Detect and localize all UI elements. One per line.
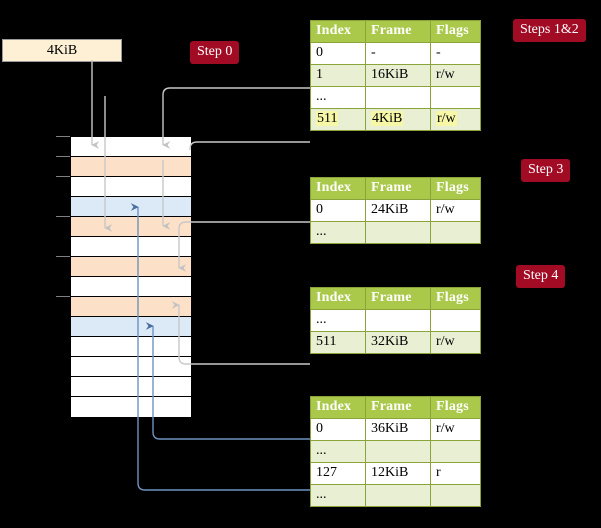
memory-tick <box>56 256 70 257</box>
entry-flags: r/w <box>430 199 481 222</box>
memory-frame-row <box>71 317 191 337</box>
memory-frame-row <box>71 237 191 257</box>
memory-frame-row <box>71 137 191 157</box>
entry-flags: r/w <box>430 418 481 441</box>
memory-frame-row <box>71 397 191 417</box>
table-row: ... <box>310 309 481 332</box>
memory-frame-row <box>71 157 191 177</box>
memory-frame-row <box>71 197 191 217</box>
source-box-4kib: 4KiB <box>2 39 122 62</box>
memory-frame-row <box>71 257 191 277</box>
entry-index: 0 <box>310 199 366 222</box>
entry-index: 127 <box>310 462 366 485</box>
badge-steps-1-2: Steps 1&2 <box>513 19 586 42</box>
entry-frame: 16KiB <box>365 64 431 87</box>
column-header-flags: Flags <box>430 396 481 419</box>
memory-tick <box>56 216 70 217</box>
entry-frame <box>365 309 431 332</box>
entry-flags <box>430 86 481 109</box>
entry-index: 0 <box>310 418 366 441</box>
entry-flags: r/w <box>430 64 481 87</box>
entry-flags: r/w <box>430 108 481 131</box>
entry-flags: - <box>430 42 481 65</box>
badge-step-3: Step 3 <box>521 159 571 182</box>
entry-index: ... <box>310 221 366 244</box>
entry-flags <box>430 440 481 463</box>
table-row: ... <box>310 221 481 244</box>
highlight: 4KiB <box>371 111 404 126</box>
memory-frame-row <box>71 177 191 197</box>
highlight: r/w <box>436 111 457 126</box>
entry-frame <box>365 484 431 507</box>
badge-step-0: Step 0 <box>190 41 240 64</box>
entry-index: 511 <box>310 108 366 131</box>
column-header-index: Index <box>310 20 366 43</box>
entry-frame: - <box>365 42 431 65</box>
entry-index: 511 <box>310 331 366 354</box>
entry-frame: 36KiB <box>365 418 431 441</box>
column-header-index: Index <box>310 177 366 200</box>
memory-frame-row <box>71 217 191 237</box>
badge-step-4: Step 4 <box>516 265 566 288</box>
entry-frame <box>365 86 431 109</box>
entry-flags: r <box>430 462 481 485</box>
entry-index: ... <box>310 86 366 109</box>
column-header-frame: Frame <box>365 20 431 43</box>
entry-frame: 4KiB <box>365 108 431 131</box>
entry-index: ... <box>310 484 366 507</box>
table-row: ... <box>310 440 481 463</box>
entry-flags: r/w <box>430 331 481 354</box>
entry-flags <box>430 221 481 244</box>
table-row: 0-- <box>310 42 481 65</box>
column-header-frame: Frame <box>365 177 431 200</box>
entry-index: ... <box>310 440 366 463</box>
column-header-frame: Frame <box>365 396 431 419</box>
entry-frame: 12KiB <box>365 462 431 485</box>
entry-frame <box>365 440 431 463</box>
column-header-index: Index <box>310 287 366 310</box>
memory-frame-row <box>71 277 191 297</box>
entry-frame <box>365 221 431 244</box>
memory-tick <box>56 136 70 137</box>
memory-frame-row <box>71 377 191 397</box>
table-row: ... <box>310 86 481 109</box>
entry-index: 0 <box>310 42 366 65</box>
memory-frame-row <box>71 337 191 357</box>
memory-tick <box>56 296 70 297</box>
column-header-frame: Frame <box>365 287 431 310</box>
highlight: 511 <box>316 111 339 126</box>
physical-memory-column <box>70 136 191 417</box>
column-header-index: Index <box>310 396 366 419</box>
table-row: 511 4KiB r/w <box>310 108 481 131</box>
entry-frame: 24KiB <box>365 199 431 222</box>
memory-tick <box>56 176 70 177</box>
entry-frame: 32KiB <box>365 331 431 354</box>
memory-tick <box>56 156 70 157</box>
entry-flags <box>430 309 481 332</box>
column-header-flags: Flags <box>430 20 481 43</box>
entry-index: 1 <box>310 64 366 87</box>
entry-flags <box>430 484 481 507</box>
column-header-flags: Flags <box>430 177 481 200</box>
column-header-flags: Flags <box>430 287 481 310</box>
table-row: ... <box>310 484 481 507</box>
memory-frame-row <box>71 297 191 317</box>
memory-frame-row <box>71 357 191 377</box>
entry-index: ... <box>310 309 366 332</box>
